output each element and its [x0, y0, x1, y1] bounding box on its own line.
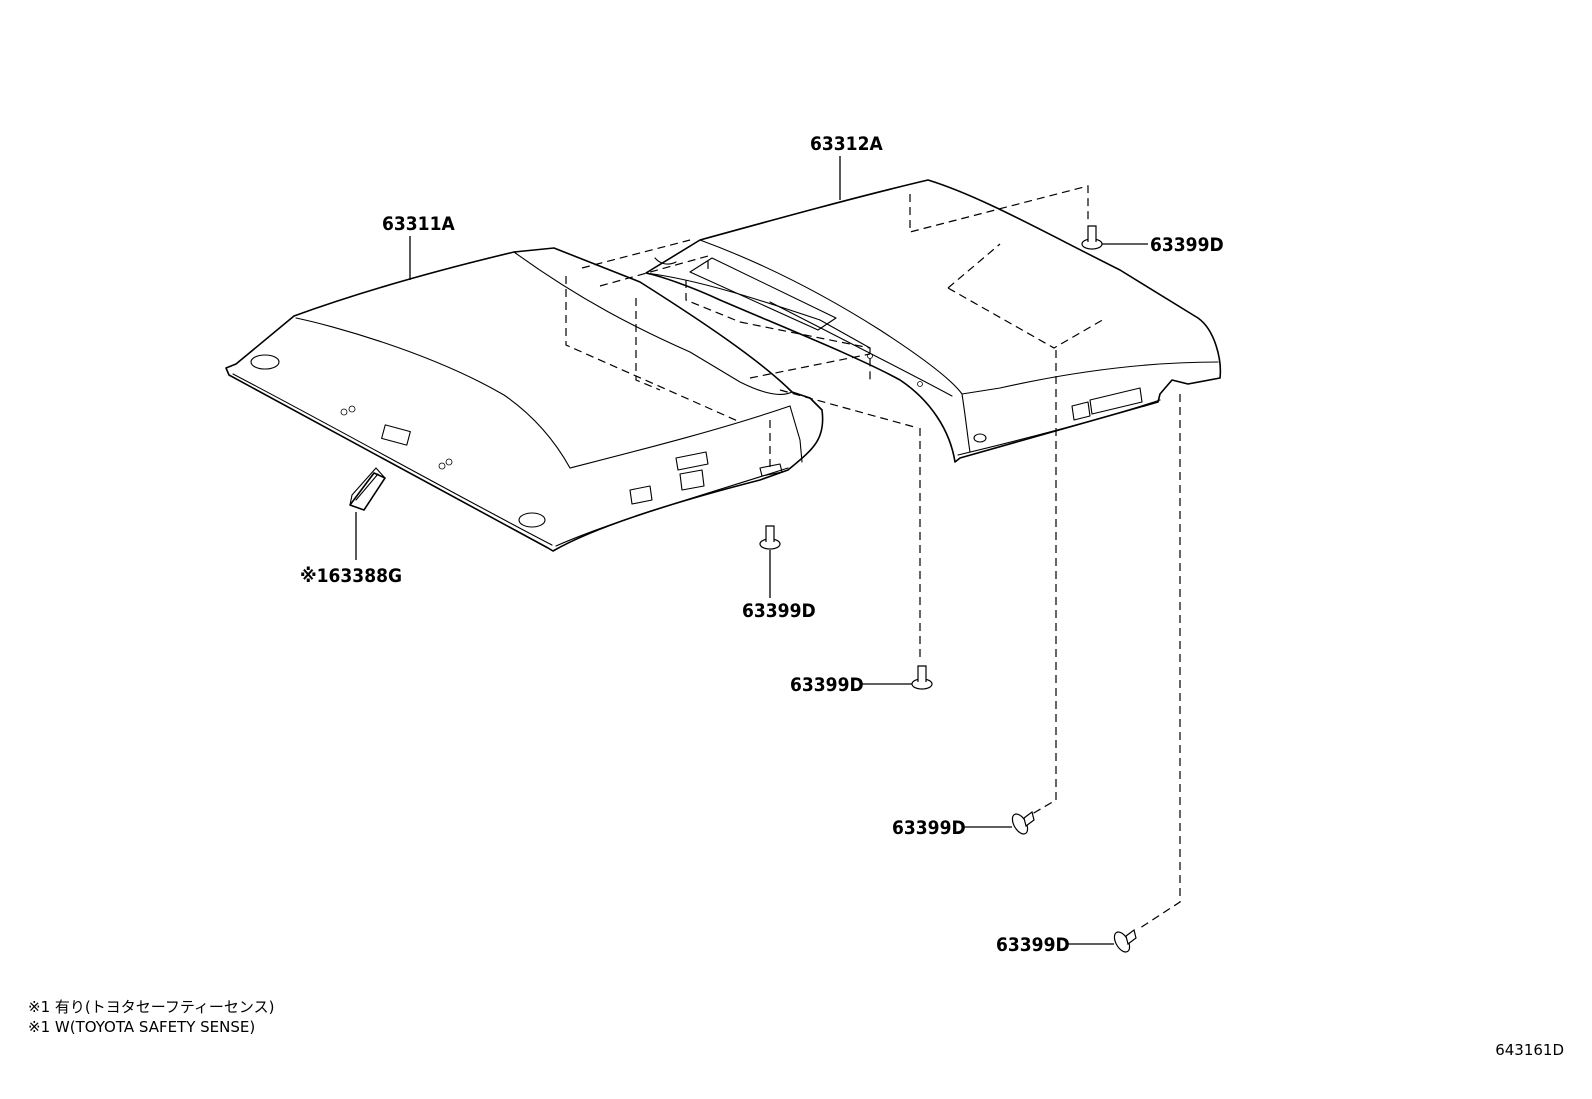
- label-clip-top-right: 63399D: [1150, 234, 1224, 256]
- bracket-63388G: [349, 467, 386, 560]
- clip-lower: [964, 810, 1035, 835]
- footnote-jp: ※1 有り(トヨタセーフティーセンス): [28, 998, 275, 1016]
- front-headliner-63311A: [225, 247, 824, 552]
- label-63311A: 63311A: [382, 213, 455, 235]
- clip-bottom: [1066, 928, 1137, 953]
- label-clip-middle: 63399D: [790, 674, 864, 696]
- clip-center: [759, 525, 781, 598]
- label-63388G: ※163388G: [300, 565, 402, 587]
- assembly-dash-lines: [565, 185, 1181, 929]
- label-clip-bottom: 63399D: [996, 934, 1070, 956]
- rear-headliner-63312A: [645, 179, 1222, 463]
- label-63312A: 63312A: [810, 133, 883, 155]
- label-clip-lower: 63399D: [892, 817, 966, 839]
- diagram-code: 643161D: [1495, 1041, 1564, 1059]
- footnote-en: ※1 W(TOYOTA SAFETY SENSE): [28, 1018, 256, 1036]
- label-clip-center: 63399D: [742, 600, 816, 622]
- clip-middle: [862, 665, 933, 690]
- clip-top-right: [1081, 225, 1148, 250]
